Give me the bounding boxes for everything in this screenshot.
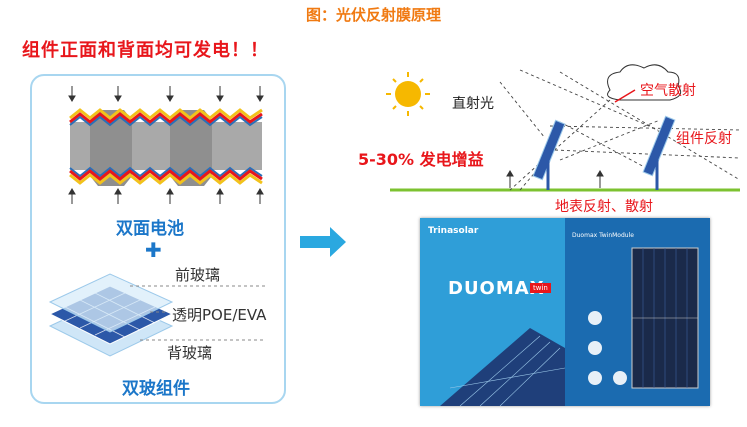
product-badge: twin [530,283,551,293]
ground-reflect-label: 地表反射、散射 [555,199,653,215]
layer-front-glass: 前玻璃 [175,266,221,284]
pv-module-2 [642,115,676,190]
ground-reflection-arrows [506,170,604,188]
product-name: DUOMAX [448,278,545,299]
pv-module-1 [532,119,566,190]
cell-label: 双面电池 [116,219,184,239]
scatter-pointer [614,89,636,103]
top-texture-blue [69,115,263,127]
direct-light-label: 直射光 [452,96,494,112]
brochure-panel-title: Duomax TwinModule [572,232,634,239]
plus-sign: ✚ [145,238,162,262]
reflection-diagram [386,64,741,192]
layer-leader-lines [130,285,265,341]
incoming-light-bottom-arrows [68,188,264,204]
sun-icon [386,72,430,116]
brand-logo: Trinasolar [428,226,479,236]
headline: 组件正面和背面均可发电！！ [22,40,269,61]
incoming-light-top-arrows [68,86,264,102]
front-glass [48,273,174,333]
brochure-artwork [420,218,710,406]
top-texture-red [69,112,263,124]
module-label: 双玻组件 [122,379,190,399]
bottom-texture-red [69,169,263,181]
double-glass-module-illustration [48,273,174,357]
module-reflect-label: 组件反射 [676,131,732,147]
bottom-texture-blue [69,166,263,178]
feature-icons [588,311,627,385]
layer-back-glass: 背玻璃 [167,344,213,362]
top-texture-yellow [69,108,263,120]
cloud-icon [607,64,682,101]
air-scatter-label: 空气散射 [640,83,696,99]
bifacial-cell-illustration [68,86,264,204]
flow-arrow-icon [300,227,346,257]
electrode-left [90,110,132,186]
bottom-texture-yellow [69,173,263,185]
page-title: 图：光伏反射膜原理 [305,6,441,24]
electrode-right [170,110,212,186]
gain-label: 5-30% 发电增益 [358,150,484,169]
layer-poe-eva: 透明POE/EVA [172,306,267,324]
